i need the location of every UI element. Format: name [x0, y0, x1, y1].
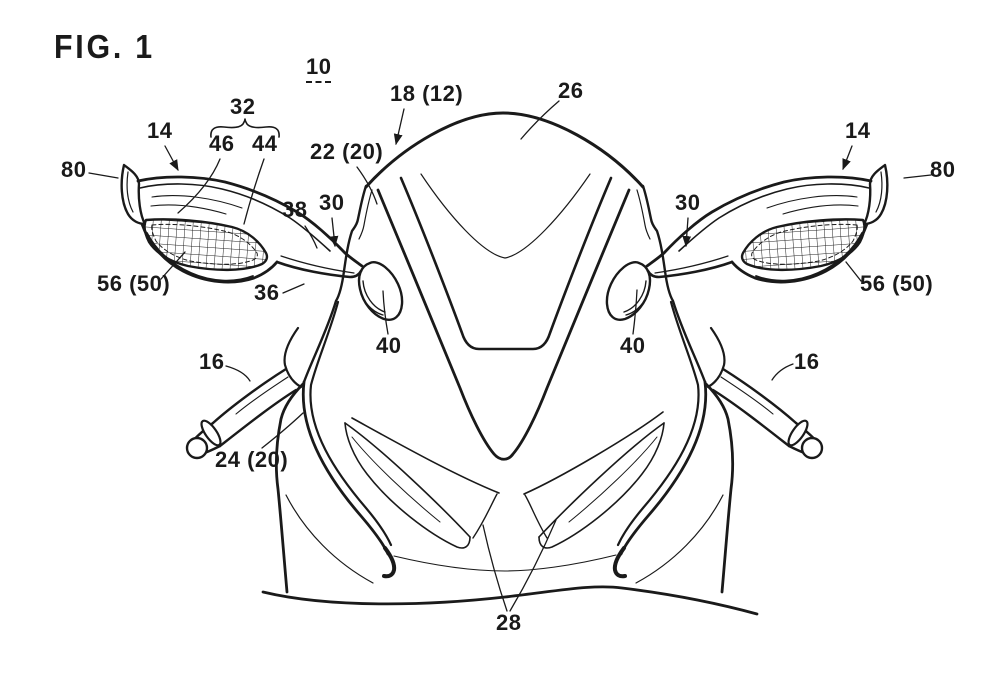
ref-label-26: 26	[558, 78, 584, 103]
ref-label-46: 46	[209, 131, 235, 156]
mirror-stalk-lower	[275, 260, 363, 279]
mirror-lower-garnish	[140, 222, 279, 284]
leader-30-right	[682, 217, 692, 248]
ref-label-38: 38	[282, 197, 308, 222]
ref-label-22-20: 22 (20)	[310, 139, 384, 164]
ref-label-14-left: 14	[147, 118, 173, 143]
leader-lines	[88, 100, 932, 612]
leader-30-left	[329, 217, 339, 248]
side-band-inner	[309, 300, 393, 547]
leader-22-20	[356, 166, 378, 205]
ref-label-56-50-left: 56 (50)	[97, 271, 171, 296]
cheek-line-left	[351, 417, 500, 494]
ref-label-36: 36	[254, 280, 280, 305]
leader-14-right	[842, 145, 853, 171]
bar-end-weight	[185, 436, 209, 460]
windscreen-bottom-edge	[399, 176, 613, 351]
leader-80-left	[88, 172, 119, 179]
ref-label-40-right: 40	[620, 333, 646, 358]
leader-36	[282, 283, 305, 294]
ref-label-32: 32	[230, 94, 256, 119]
ref-label-56-50-right: 56 (50)	[860, 271, 934, 296]
leader-16-right	[771, 363, 794, 381]
ref-label-24-20: 24 (20)	[215, 447, 289, 472]
leader-18-12	[393, 108, 405, 146]
headlight-recess-inner	[344, 422, 471, 549]
leader-28-right	[509, 519, 557, 612]
nose-neck-right	[524, 494, 548, 539]
figure-title: FIG. 1	[54, 28, 155, 65]
handlebar-upper-line	[211, 367, 288, 425]
headlight-recess-mid	[351, 436, 441, 523]
ref-label-80-right: 80	[930, 157, 956, 182]
leader-40-right	[632, 289, 638, 335]
mirror-lower-garnish-inner	[146, 232, 254, 282]
leader-28-left	[482, 524, 508, 612]
winglet-mirror	[120, 163, 364, 284]
mirror-plate-line-2	[150, 204, 227, 215]
mirror-mesh	[143, 218, 269, 272]
mirror-mount	[357, 261, 404, 321]
lower-panel-crease	[393, 554, 617, 572]
headlight-recess-outer	[344, 422, 471, 538]
windscreen-top-edge	[364, 111, 645, 189]
leader-80-right	[903, 174, 932, 179]
fairing-crease	[285, 494, 374, 584]
windscreen-v-outer-edge	[376, 188, 631, 461]
ref-label-30-left: 30	[319, 190, 345, 215]
leader-56-50-right	[845, 261, 862, 282]
ref-label-30-right: 30	[675, 190, 701, 215]
handlebar	[185, 367, 298, 460]
mirror-mesh-dashed-border	[151, 223, 258, 265]
ref-label-16-left: 16	[199, 349, 225, 374]
ref-label-40-left: 40	[376, 333, 402, 358]
leader-14-left	[164, 145, 179, 172]
mirror-plate-line-1	[151, 195, 243, 209]
leader-26	[520, 100, 560, 140]
windscreen	[364, 111, 645, 461]
side-band-outer	[301, 380, 390, 556]
grip-flange	[200, 419, 222, 447]
ref-label-16-right: 16	[794, 349, 820, 374]
brace-32	[210, 118, 280, 138]
side-band-hook	[382, 546, 397, 579]
bottom-outline	[261, 585, 759, 616]
mirror-stalk-mid	[280, 255, 355, 274]
left-side-assembly	[120, 163, 471, 594]
shoulder-notch	[283, 326, 303, 389]
leader-40-left	[382, 290, 389, 335]
leader-44	[243, 158, 265, 225]
mirror-tip-fin-inner	[126, 171, 134, 213]
front-nose	[261, 411, 759, 616]
cowl-edge-upper-inner	[358, 189, 373, 240]
ref-label-44: 44	[252, 131, 278, 156]
ref-label-80-left: 80	[61, 157, 87, 182]
ref-label-10: 10	[306, 54, 332, 84]
mirror-top-edge-inner	[139, 183, 331, 252]
leader-46	[177, 158, 221, 214]
cheek-line-right	[523, 411, 664, 495]
nose-neck-left	[472, 493, 498, 539]
handlebar-lower-line	[218, 388, 298, 448]
leader-16-left	[225, 365, 251, 382]
leader-24-20	[261, 412, 304, 449]
windscreen-inner-curve	[420, 173, 591, 259]
leader-38	[304, 225, 318, 249]
fairing-outer-edge	[274, 382, 305, 594]
handlebar-inner-line	[235, 376, 289, 415]
ref-label-28: 28	[496, 610, 522, 635]
leader-56-50-left	[160, 251, 186, 280]
ref-label-14-right: 14	[845, 118, 871, 143]
mirror-top-edge	[136, 175, 364, 268]
ref-label-18-12: 18 (12)	[390, 81, 464, 106]
